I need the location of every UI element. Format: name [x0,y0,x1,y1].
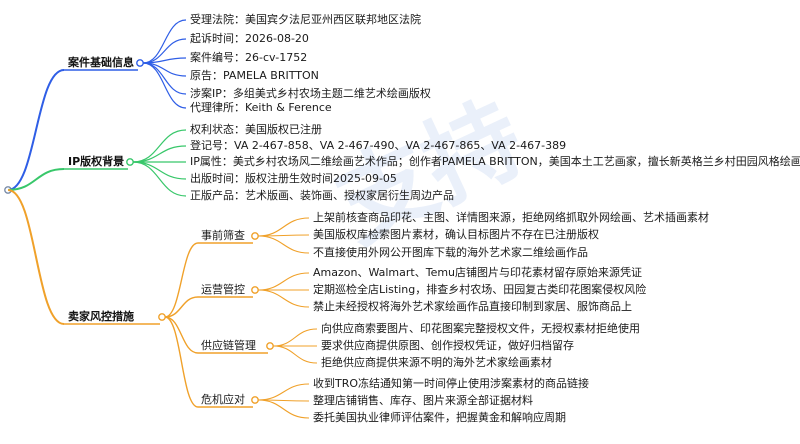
pre-screening-item: 不直接使用外网公开图库下载的海外艺术家二维绘画作品 [313,246,588,259]
connector-ip-background-1 [132,145,187,163]
supply-chain-item: 拒绝供应商提供来源不明的海外艺术家绘画素材 [321,356,552,369]
crisis-response-item: 委托美国执业律师评估案件，把握黄金和解响应周期 [313,411,566,424]
node-group-1 [251,286,259,294]
ip-background-item: 权利状态：美国版权已注册 [190,123,322,136]
connector-group-0-item-2 [257,235,310,254]
branch-ip-background [7,168,65,191]
group-title-supply-chain: 供应链管理 [201,339,256,352]
pre-screening-item: 美国版权库检索图片素材，确认目标图片不存在已注册版权 [313,228,599,241]
case-info-item: 起诉时间：2026-08-20 [190,32,309,45]
connector-group-1-item-0 [257,272,310,291]
connector-case-info-0 [142,19,187,64]
connector-group-2 [164,316,199,354]
node-case-info [136,59,144,67]
node-group-2 [266,342,274,350]
connector-group-2-item-2 [272,345,318,364]
connector-ip-background-3 [132,161,187,180]
connector-ip-background-4 [132,161,187,197]
connector-case-info-2 [142,57,187,64]
branch-case-info [7,69,65,191]
branch-risk-control [7,189,65,325]
ip-background-item: 登记号：VA 2-467-858、VA 2-467-490、VA 2-467-8… [190,139,567,152]
group-title-crisis-response: 危机应对 [201,393,245,406]
group-title-operations: 运营管控 [201,283,245,296]
case-info-item: 案件编号：26-cv-1752 [190,51,308,64]
connector-group-1 [164,296,199,318]
case-info-item: 涉案IP：多组美式乡村农场主题二维艺术绘画版权 [190,87,431,100]
supply-chain-item: 要求供应商提供原图、创作授权凭证，做好归档留存 [321,339,574,352]
case-info-item: 代理律所：Keith & Ference [190,101,332,114]
crisis-response-item: 整理店铺销售、库存、图片来源全部证据材料 [313,394,533,407]
crisis-response-item: 收到TRO冻结通知第一时间停止使用涉案素材的商品链接 [313,377,590,390]
node-group-0 [251,232,259,240]
ip-background-item: 出版时间：版权注册生效时间2025-09-05 [190,172,397,185]
node-ip-background [126,158,134,166]
case-info-item: 受理法院：美国宾夕法尼亚州西区联邦地区法院 [190,13,421,26]
section-title-case-info: 案件基础信息 [68,56,134,69]
connector-group-3-item-2 [257,399,310,419]
operations-item: 禁止未经授权将海外艺术家绘画作品直接印制到家居、服饰商品上 [313,300,632,313]
connector-group-3-item-0 [257,383,310,401]
connector-case-info-5 [142,62,187,109]
pre-screening-item: 上架前核查商品印花、主图、详情图来源，拒绝网络抓取外网绘画、艺术插画素材 [313,211,709,224]
connector-group-2-item-0 [272,328,318,347]
section-title-risk-control: 卖家风控措施 [68,310,134,323]
group-title-pre-screening: 事前筛查 [201,229,245,242]
connector-group-1-item-2 [257,289,310,308]
case-info-item: 原告：PAMELA BRITTON [190,69,319,82]
operations-item: 定期巡检全店Listing，排查乡村农场、田园复古类印花图案侵权风险 [313,283,647,296]
ip-background-item: IP属性：美式乡村农场风二维绘画艺术作品；创作者PAMELA BRITTON，美… [190,155,800,168]
ip-background-item: 正版产品：艺术版画、装饰画、授权家居衍生周边产品 [190,189,454,202]
connector-group-0-item-0 [257,217,310,237]
connector-group-0 [164,242,199,318]
node-group-3 [251,396,259,404]
node-risk-control [158,313,166,321]
connector-case-info-4 [142,62,187,95]
section-title-ip-background: IP版权背景 [68,155,125,168]
connector-group-3 [164,316,199,408]
operations-item: Amazon、Walmart、Temu店铺图片与印花素材留存原始来源凭证 [313,266,643,279]
supply-chain-item: 向供应商索要图片、印花图案完整授权文件，无授权素材拒绝使用 [321,322,640,335]
